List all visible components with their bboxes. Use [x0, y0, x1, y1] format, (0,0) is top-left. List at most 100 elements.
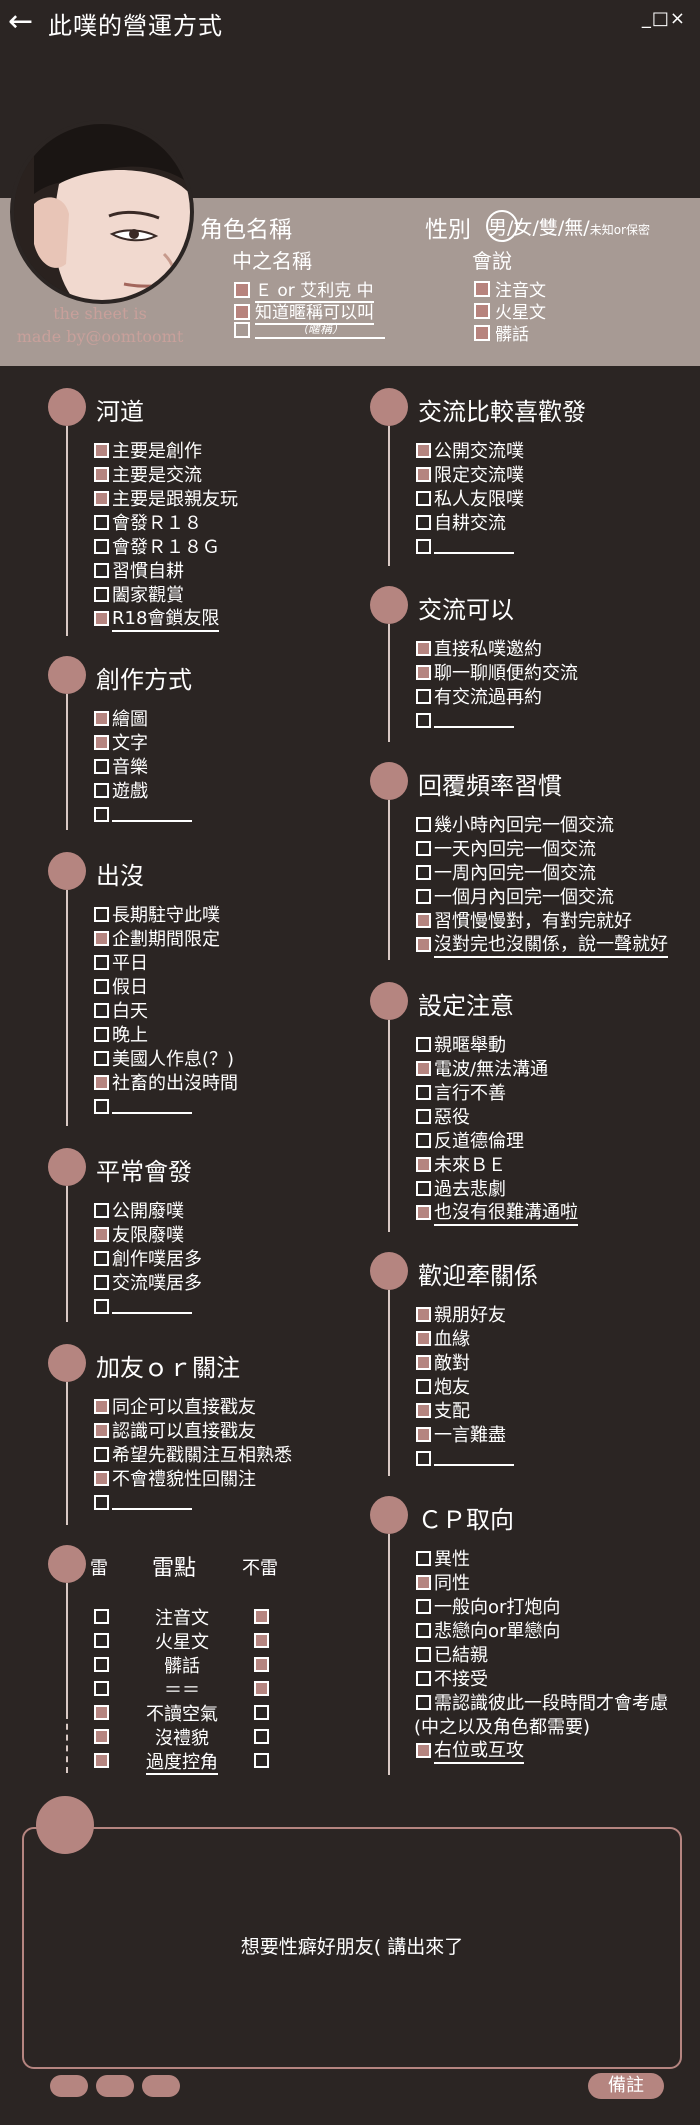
checkbox-unchecked[interactable]: [416, 816, 431, 832]
checkbox-checked[interactable]: [416, 936, 431, 952]
option-item[interactable]: 企劃期間限定: [94, 926, 220, 950]
checkbox-unchecked[interactable]: [94, 1098, 109, 1114]
checkbox-checked[interactable]: [416, 1306, 431, 1322]
blank-line[interactable]: [112, 1298, 192, 1314]
option-item[interactable]: 異性: [416, 1546, 470, 1570]
checkbox-unchecked[interactable]: [416, 888, 431, 904]
checkbox-checked[interactable]: [416, 640, 431, 656]
option-item[interactable]: 同性: [416, 1570, 470, 1594]
ok-checkbox-checked[interactable]: [254, 1657, 269, 1672]
checkbox-unchecked[interactable]: [416, 1378, 431, 1394]
option-item[interactable]: 悲戀向or單戀向: [416, 1618, 560, 1642]
nickname-option[interactable]: 知道暱稱可以叫: [234, 298, 374, 325]
blank-line[interactable]: [434, 1450, 514, 1466]
option-item[interactable]: 不接受: [416, 1666, 488, 1690]
option-item[interactable]: 闔家觀賞: [94, 582, 184, 606]
checkbox-unchecked[interactable]: [94, 1250, 109, 1266]
option-item[interactable]: 同企可以直接戳友: [94, 1394, 256, 1418]
option-item[interactable]: 言行不善: [416, 1080, 506, 1104]
option-item[interactable]: 也沒有很難溝通啦: [416, 1200, 578, 1226]
checkbox-checked[interactable]: [416, 442, 431, 458]
checkbox-unchecked[interactable]: [94, 758, 109, 774]
checkbox-unchecked[interactable]: [416, 538, 431, 554]
option-item[interactable]: 支配: [416, 1398, 470, 1422]
checkbox-unchecked[interactable]: [416, 688, 431, 704]
checkbox-checked[interactable]: [94, 1470, 109, 1486]
checkbox-unchecked[interactable]: [94, 906, 109, 922]
option-item[interactable]: 親朋好友: [416, 1302, 506, 1326]
option-item[interactable]: 習慣慢慢對，有對完就好: [416, 908, 632, 932]
option-item[interactable]: 希望先戳關注互相熟悉: [94, 1442, 292, 1466]
checkbox-unchecked[interactable]: [94, 978, 109, 994]
checkbox-checked[interactable]: [94, 734, 109, 750]
checkbox-checked[interactable]: [416, 1204, 431, 1220]
checkbox-unchecked[interactable]: [416, 1646, 431, 1662]
option-item[interactable]: 文字: [94, 730, 148, 754]
option-item[interactable]: [416, 534, 514, 558]
blank-line[interactable]: [112, 1098, 192, 1114]
checkbox-checked[interactable]: [416, 664, 431, 680]
thunder-checkbox-checked[interactable]: [94, 1753, 109, 1768]
option-item[interactable]: 會發Ｒ１８Ｇ: [94, 534, 220, 558]
speak-option[interactable]: 火星文: [474, 298, 546, 323]
option-item[interactable]: 會發Ｒ１８: [94, 510, 202, 534]
blank-line[interactable]: [112, 806, 192, 822]
checkbox-checked[interactable]: [94, 490, 109, 506]
option-item[interactable]: [94, 1490, 192, 1514]
checkbox-unchecked[interactable]: [416, 490, 431, 506]
gender-option-female[interactable]: 女: [513, 217, 533, 239]
checkbox-checked[interactable]: [94, 1398, 109, 1414]
option-item[interactable]: 限定交流噗: [416, 462, 524, 486]
checkbox-checked[interactable]: [474, 324, 490, 341]
checkbox-unchecked[interactable]: [416, 1036, 431, 1052]
checkbox-unchecked[interactable]: [416, 1598, 431, 1614]
blank-line[interactable]: [434, 712, 514, 728]
checkbox-unchecked[interactable]: [94, 1274, 109, 1290]
checkbox-checked[interactable]: [94, 1226, 109, 1242]
option-item[interactable]: 繪圖: [94, 706, 148, 730]
option-item[interactable]: 不會禮貌性回關注: [94, 1466, 256, 1490]
option-item[interactable]: 已結親: [416, 1642, 488, 1666]
option-item[interactable]: 過去悲劇: [416, 1176, 506, 1200]
checkbox-checked[interactable]: [94, 1074, 109, 1090]
checkbox-checked[interactable]: [94, 1422, 109, 1438]
option-item[interactable]: 主要是創作: [94, 438, 202, 462]
checkbox-unchecked[interactable]: [94, 1050, 109, 1066]
left-arrow-icon[interactable]: ←: [8, 4, 34, 39]
blank-line[interactable]: [434, 538, 514, 554]
checkbox-checked[interactable]: [416, 1426, 431, 1442]
checkbox-unchecked[interactable]: [416, 1694, 431, 1710]
checkbox-checked[interactable]: [416, 466, 431, 482]
checkbox-unchecked[interactable]: [416, 712, 431, 728]
checkbox-unchecked[interactable]: [94, 562, 109, 578]
checkbox-unchecked[interactable]: [94, 1298, 109, 1314]
option-item[interactable]: 認識可以直接戳友: [94, 1418, 256, 1442]
checkbox-unchecked[interactable]: [94, 806, 109, 822]
checkbox-checked[interactable]: [416, 1330, 431, 1346]
gender-option-both[interactable]: 雙: [538, 217, 558, 239]
option-item[interactable]: 一個月內回完一個交流: [416, 884, 614, 908]
gender-option-none[interactable]: 無: [564, 217, 584, 239]
checkbox-unchecked[interactable]: [94, 538, 109, 554]
option-item[interactable]: [94, 802, 192, 826]
option-item[interactable]: 美國人作息(？): [94, 1046, 234, 1070]
thunder-checkbox-unchecked[interactable]: [94, 1681, 109, 1696]
checkbox-checked[interactable]: [94, 610, 109, 626]
option-item[interactable]: 一言難盡: [416, 1422, 506, 1446]
checkbox-unchecked[interactable]: [416, 1622, 431, 1638]
option-item[interactable]: 惡役: [416, 1104, 470, 1128]
option-item[interactable]: (中之以及角色都需要): [414, 1714, 590, 1738]
option-item[interactable]: R18會鎖友限: [94, 606, 220, 632]
option-item[interactable]: 私人友限噗: [416, 486, 524, 510]
option-item[interactable]: 白天: [94, 998, 148, 1022]
checkbox-unchecked[interactable]: [416, 1550, 431, 1566]
option-item[interactable]: 創作噗居多: [94, 1246, 202, 1270]
checkbox-unchecked[interactable]: [94, 1026, 109, 1042]
option-item[interactable]: 假日: [94, 974, 148, 998]
option-item[interactable]: 炮友: [416, 1374, 470, 1398]
option-item[interactable]: 有交流過再約: [416, 684, 542, 708]
checkbox-unchecked[interactable]: [416, 840, 431, 856]
option-item[interactable]: 友限廢噗: [94, 1222, 184, 1246]
option-item[interactable]: 未來ＢＥ: [416, 1152, 506, 1176]
speak-option[interactable]: 髒話: [474, 320, 529, 345]
